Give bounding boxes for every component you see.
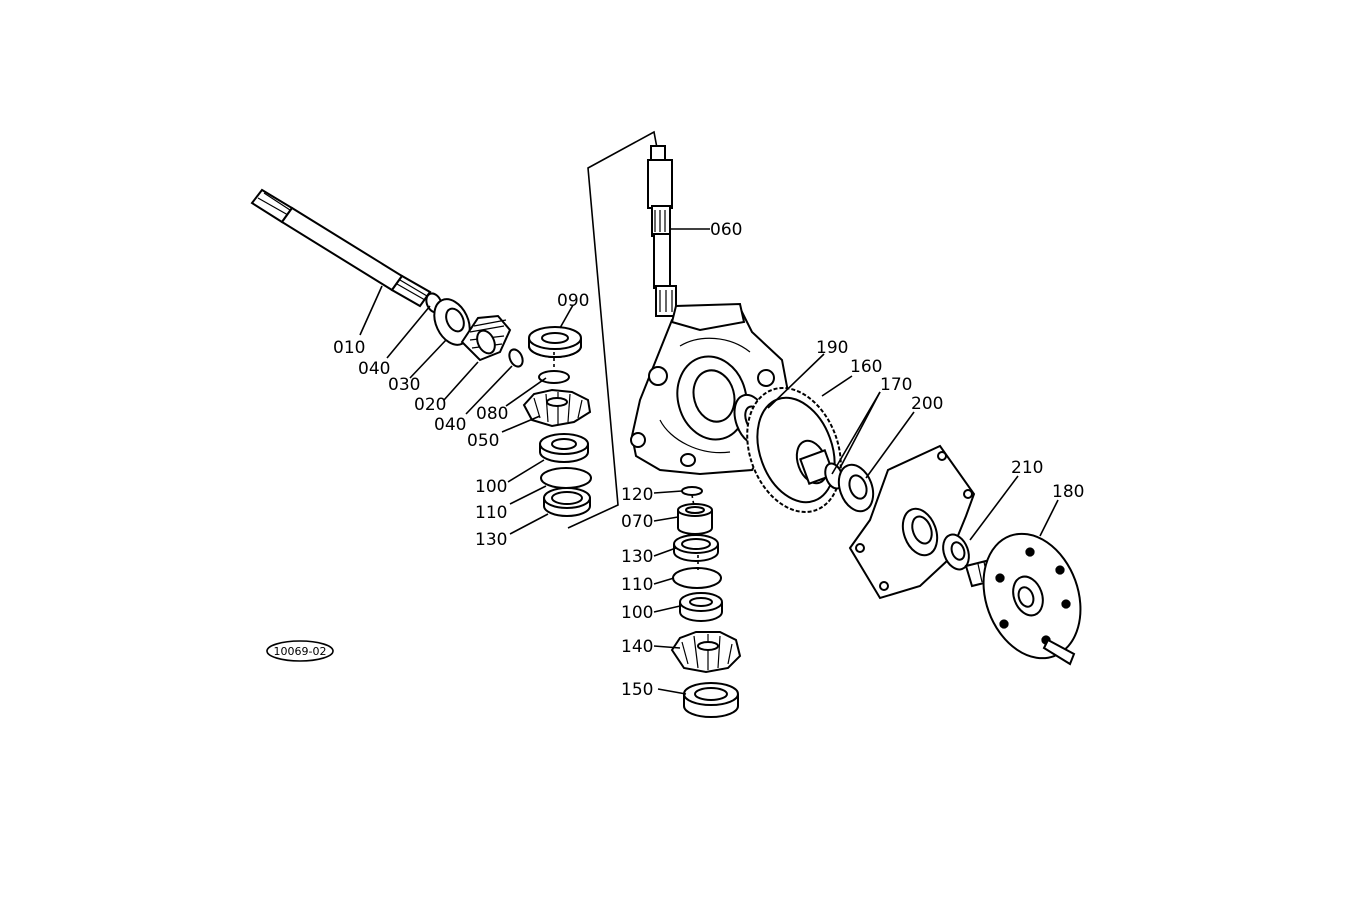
part-label-180: 180 xyxy=(1052,482,1084,502)
side-gear-drawing xyxy=(522,388,592,428)
part-label-030: 030 xyxy=(388,375,420,395)
part-label-210: 210 xyxy=(1011,458,1043,478)
sleeve-drawing xyxy=(677,503,713,535)
reference-code-text: 10069-02 xyxy=(274,645,327,658)
bearing-cup-drawing xyxy=(543,487,591,517)
part-label-200: 200 xyxy=(911,394,943,414)
part-label-070: 070 xyxy=(621,512,653,532)
part-label-110: 110 xyxy=(621,575,653,595)
part-label-090: 090 xyxy=(557,291,589,311)
shim-ring-drawing xyxy=(672,567,722,589)
part-label-150: 150 xyxy=(621,680,653,700)
part-label-040: 040 xyxy=(358,359,390,379)
oil-seal-drawing xyxy=(942,533,970,571)
part-label-020: 020 xyxy=(414,395,446,415)
part-label-190: 190 xyxy=(816,338,848,358)
assembly-axis-lines xyxy=(553,352,699,570)
bearing-drawing xyxy=(683,682,739,718)
output-flange-drawing xyxy=(964,532,1082,666)
part-label-060: 060 xyxy=(710,220,742,240)
side-gear-drawing xyxy=(670,631,742,674)
leader-lines xyxy=(359,228,1059,695)
snap-ring-drawing xyxy=(681,486,703,496)
input-shaft-drawing xyxy=(250,188,432,308)
part-label-100: 100 xyxy=(475,477,507,497)
part-label-140: 140 xyxy=(621,637,653,657)
bearing-drawing xyxy=(679,592,723,622)
bearing-drawing xyxy=(433,298,471,346)
part-label-160: 160 xyxy=(850,357,882,377)
part-label-170: 170 xyxy=(880,375,912,395)
part-label-130: 130 xyxy=(621,547,653,567)
part-label-110: 110 xyxy=(475,503,507,523)
bearing-drawing xyxy=(528,326,582,358)
part-label-050: 050 xyxy=(467,431,499,451)
crown-gear-drawing xyxy=(746,387,842,513)
bearing-drawing xyxy=(539,433,589,463)
part-label-130: 130 xyxy=(475,530,507,550)
part-label-100: 100 xyxy=(621,603,653,623)
bearing-drawing xyxy=(837,463,875,513)
part-label-120: 120 xyxy=(621,485,653,505)
part-labels: 010 040 030 020 040 080 050 090 100 110 … xyxy=(333,220,1084,700)
vertical-shaft-drawing xyxy=(647,145,677,317)
reference-code-badge: 10069-02 xyxy=(266,640,334,662)
bearing-cup-drawing xyxy=(673,534,719,562)
part-label-040: 040 xyxy=(434,415,466,435)
thrust-washer-drawing xyxy=(538,370,570,384)
part-label-010: 010 xyxy=(333,338,365,358)
bevel-pinion-drawing xyxy=(460,314,512,362)
assembly-bracket-line xyxy=(567,130,658,529)
shim-ring-drawing xyxy=(540,467,592,489)
side-cover-drawing xyxy=(848,444,976,600)
snap-ring-drawing xyxy=(508,348,524,368)
part-label-080: 080 xyxy=(476,404,508,424)
